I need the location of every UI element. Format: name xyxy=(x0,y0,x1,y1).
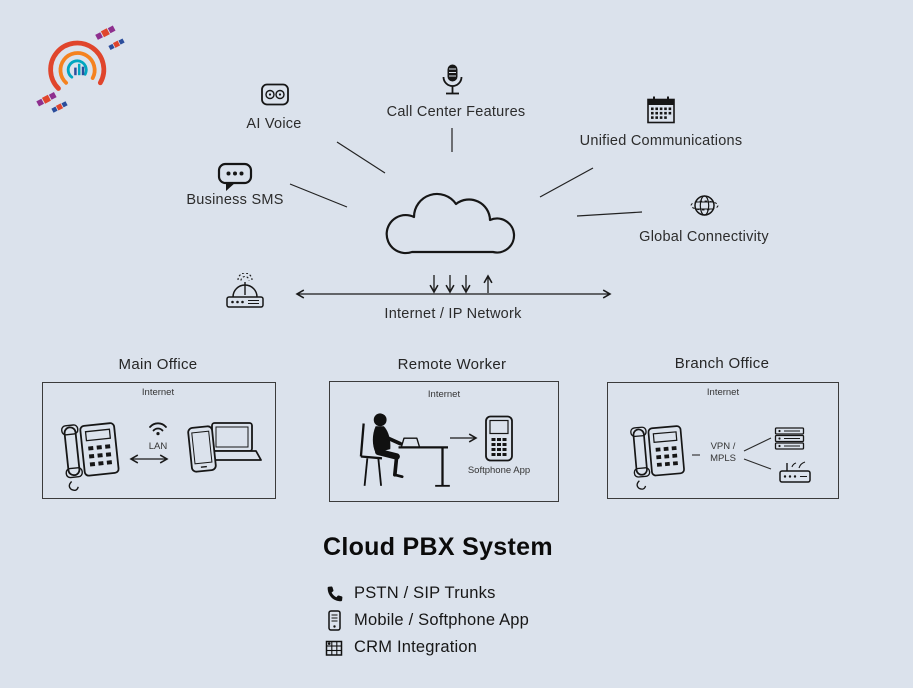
legend-label-pstn: PSTN / SIP Trunks xyxy=(354,584,496,602)
phone-icon xyxy=(325,585,343,603)
business-sms-label: Business SMS xyxy=(186,192,284,208)
ai-voice-label: AI Voice xyxy=(246,116,302,132)
branch-office-box: Internet VPN / MPLS xyxy=(607,382,839,499)
person-at-desk-icon xyxy=(349,405,459,497)
crm-icon xyxy=(325,639,343,657)
router-icon xyxy=(223,273,267,310)
legend: PSTN / SIP Trunks Mobile / Softphone App xyxy=(325,583,529,658)
calendar-icon xyxy=(646,96,676,125)
legend-label-crm: CRM Integration xyxy=(354,638,478,656)
remote-worker-box: Internet xyxy=(329,381,559,502)
ai-voice-icon xyxy=(259,81,291,108)
global-connectivity-label: Global Connectivity xyxy=(639,229,769,245)
company-logo xyxy=(30,22,125,117)
main-office-title: Main Office xyxy=(118,356,198,373)
vpn-line2: MPLS xyxy=(710,453,736,465)
desk-phone-icon xyxy=(57,414,131,496)
call-center-label: Call Center Features xyxy=(386,104,526,120)
wifi-icon xyxy=(148,420,168,436)
branch-office-title: Branch Office xyxy=(674,355,770,372)
page-title: Cloud PBX System xyxy=(323,533,553,561)
legend-label-mobile: Mobile / Softphone App xyxy=(354,611,530,629)
legend-item-crm: CRM Integration xyxy=(325,637,529,658)
unified-comms-label: Unified Communications xyxy=(579,133,743,149)
legend-item-mobile: Mobile / Softphone App xyxy=(325,610,529,631)
branch-internet-label: Internet xyxy=(706,387,740,398)
microphone-icon xyxy=(440,63,465,100)
network-label: Internet / IP Network xyxy=(384,306,522,322)
softphone-app-label: Softphone App xyxy=(467,465,531,476)
smartphone-laptop-icon xyxy=(186,415,264,491)
legend-item-pstn: PSTN / SIP Trunks xyxy=(325,583,529,604)
branch-vpn-label: VPN / MPLS xyxy=(710,441,736,466)
globe-icon xyxy=(690,191,719,220)
remote-internet-label: Internet xyxy=(427,389,461,400)
softphone-icon xyxy=(484,415,514,462)
wifi-router-icon xyxy=(778,459,813,486)
main-office-lan-label: LAN xyxy=(148,441,168,452)
chat-bubble-icon xyxy=(217,162,254,193)
desk-phone-icon xyxy=(626,417,696,494)
server-icon xyxy=(774,427,805,450)
remote-worker-title: Remote Worker xyxy=(397,356,507,373)
cloud-shape xyxy=(380,180,524,258)
main-office-box: Internet LAN xyxy=(42,382,276,499)
vpn-line1: VPN / xyxy=(710,441,736,452)
main-office-internet-label: Internet xyxy=(141,387,175,398)
mobile-icon xyxy=(325,610,343,631)
